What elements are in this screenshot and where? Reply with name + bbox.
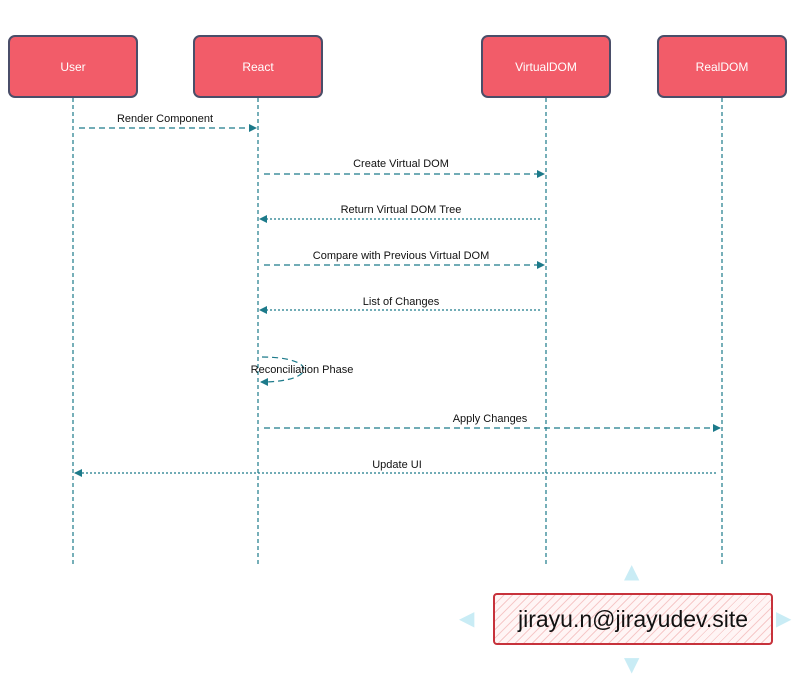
resize-handle-up-icon[interactable]: ▲ bbox=[624, 559, 640, 583]
message-label: Update UI bbox=[372, 459, 422, 471]
message-label: Render Component bbox=[116, 113, 214, 125]
message-label: Compare with Previous Virtual DOM bbox=[312, 250, 490, 262]
participant-react[interactable]: React bbox=[193, 35, 323, 98]
message-label: Reconciliation Phase bbox=[250, 364, 354, 376]
watermark-email-box[interactable]: jirayu.n@jirayudev.site bbox=[493, 593, 773, 645]
participant-user[interactable]: User bbox=[8, 35, 138, 98]
participant-label: VirtualDOM bbox=[515, 59, 577, 74]
participant-label: RealDOM bbox=[695, 59, 749, 74]
participant-label: React bbox=[242, 59, 274, 74]
resize-handle-down-icon[interactable]: ▼ bbox=[624, 652, 640, 676]
participant-realdom[interactable]: RealDOM bbox=[657, 35, 787, 98]
watermark-email: jirayu.n@jirayudev.site bbox=[517, 605, 748, 632]
participant-virtualdom[interactable]: VirtualDOM bbox=[481, 35, 611, 98]
message-label: Create Virtual DOM bbox=[353, 158, 449, 170]
resize-handle-right-icon[interactable]: ▶ bbox=[776, 606, 792, 630]
message-label: Apply Changes bbox=[452, 413, 528, 425]
participant-label: User bbox=[60, 59, 86, 74]
resize-handle-left-icon[interactable]: ◀ bbox=[459, 606, 475, 630]
message-label: Return Virtual DOM Tree bbox=[340, 204, 462, 216]
message-label: List of Changes bbox=[362, 296, 440, 308]
